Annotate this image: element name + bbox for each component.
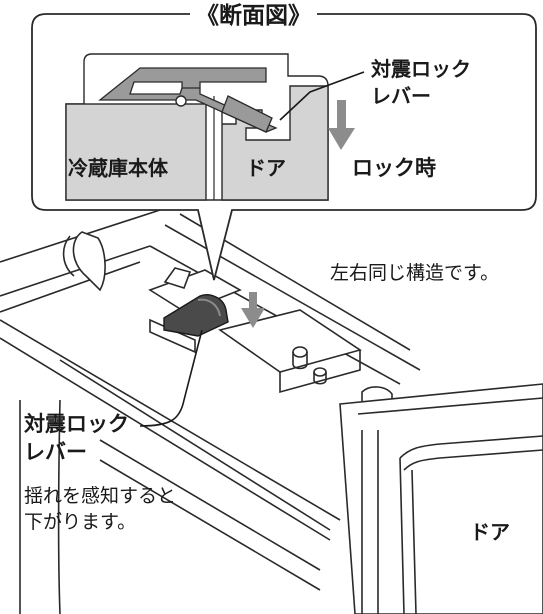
symmetry-note: 左右同じ構造です。 <box>330 262 500 284</box>
lock-state-label: ロック時 <box>352 156 436 180</box>
main-lever-label-line2: レバー <box>24 440 87 464</box>
section-view-drawing <box>65 53 365 201</box>
main-lever-label: 対震ロック レバー <box>24 410 129 466</box>
seismic-lock-lever-part <box>163 294 229 337</box>
down-arrow-main <box>241 292 265 328</box>
section-lever-label-line1: 対震ロック <box>371 57 471 81</box>
section-view-title: 《断面図》 <box>190 3 317 31</box>
section-body-label: 冷蔵庫本体 <box>68 156 168 180</box>
lever-leader-line <box>139 329 203 427</box>
lever-description: 揺れを感知すると 下がります。 <box>24 483 176 535</box>
lever-description-line1: 揺れを感知すると <box>24 485 177 507</box>
main-lever-label-line1: 対震ロック <box>24 412 129 436</box>
down-arrow-section <box>328 100 355 150</box>
lever-description-line2: 下がります。 <box>24 511 137 533</box>
section-body-panel <box>65 103 207 201</box>
section-lever-label: 対震ロック レバー <box>371 56 471 110</box>
main-door-label: ドア <box>470 520 510 544</box>
section-lever-label-line2: レバー <box>371 84 431 108</box>
section-door-label: ドア <box>246 156 286 180</box>
